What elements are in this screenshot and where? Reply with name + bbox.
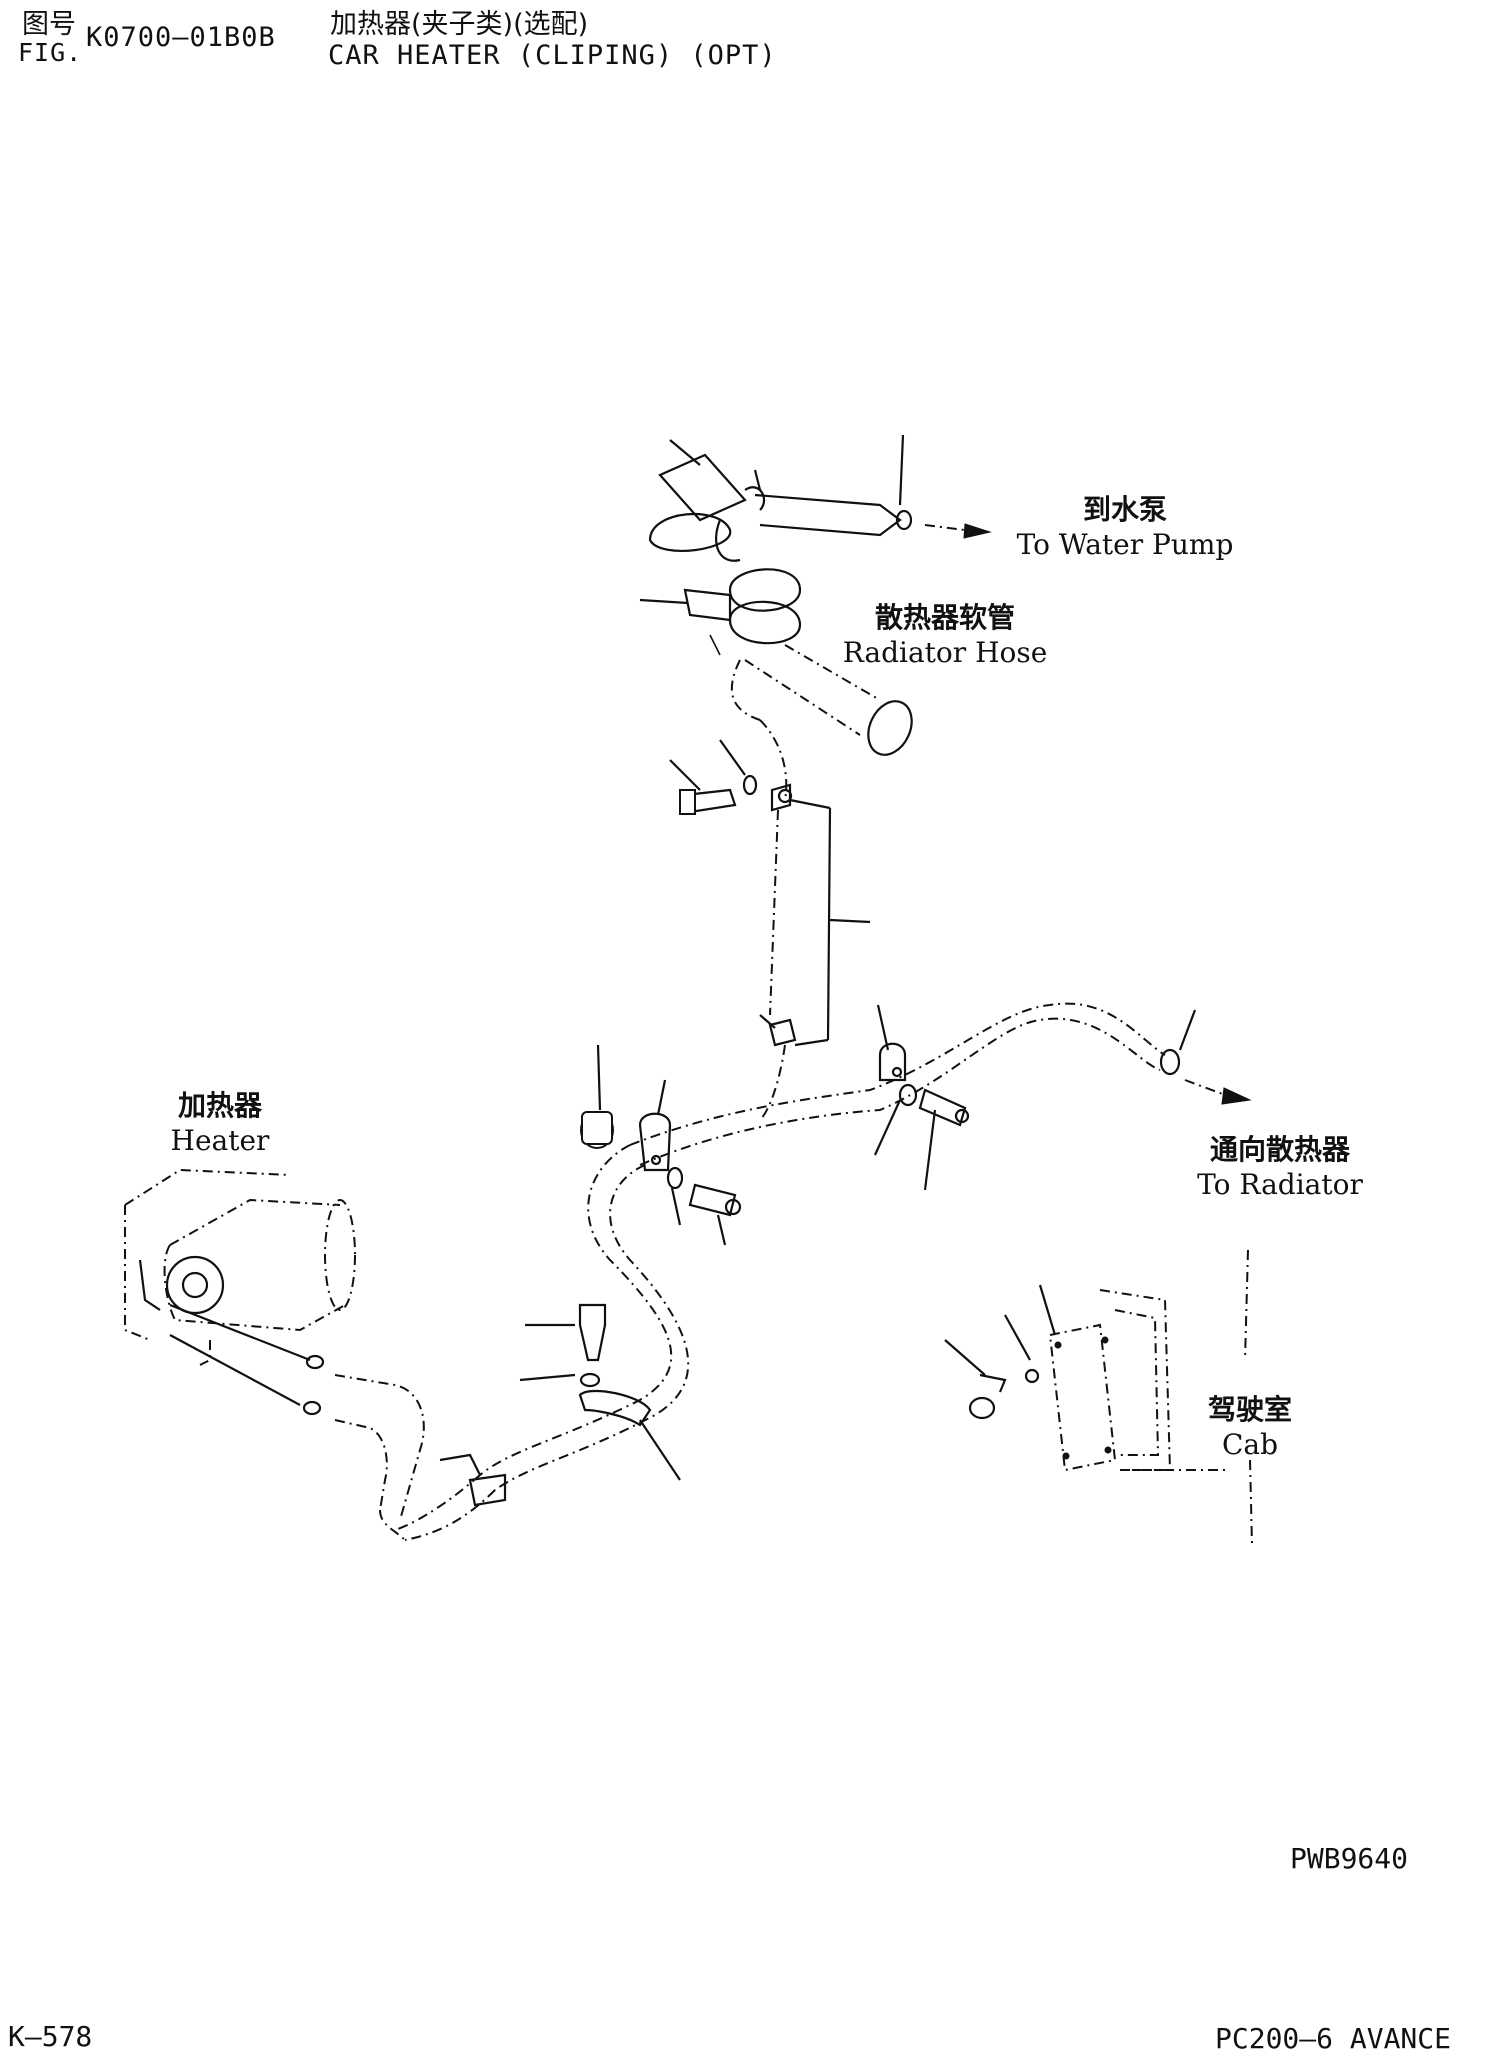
- middle-clip-assembly: [580, 1044, 742, 1246]
- label-cab: 驾驶室 Cab: [1190, 1388, 1310, 1461]
- label-heater-en: Heater: [170, 1124, 270, 1157]
- right-clip-assembly: [873, 1004, 970, 1191]
- heater-unit: [124, 1168, 356, 1416]
- label-to-water-pump-en: To Water Pump: [1016, 528, 1234, 561]
- label-to-radiator: 通向散热器 To Radiator: [1175, 1128, 1385, 1201]
- drawing-code: PWB9640: [1290, 1842, 1409, 1875]
- figure-number: K0700—01B0B: [86, 22, 276, 53]
- label-to-water-pump: 到水泵 To Water Pump: [1000, 488, 1250, 561]
- label-radiator-hose-en: Radiator Hose: [842, 636, 1048, 669]
- model-name: PC200—6 AVANCE: [1215, 2022, 1452, 2055]
- label-to-radiator-en: To Radiator: [1197, 1168, 1363, 1201]
- cab-plate: [944, 1249, 1253, 1546]
- radiator-hose: [730, 644, 913, 801]
- label-cab-cn: 驾驶室: [1207, 1393, 1292, 1426]
- fig-label-cn: 图号: [22, 9, 76, 40]
- label-cab-en: Cab: [1221, 1428, 1279, 1461]
- title-cn: 加热器(夹子类)(选配): [330, 9, 589, 40]
- water-pump-fitting: [648, 434, 913, 562]
- label-heater: 加热器 Heater: [155, 1084, 285, 1157]
- label-heater-cn: 加热器: [177, 1089, 262, 1122]
- title-en: CAR HEATER (CLIPING) (OPT): [328, 40, 777, 71]
- lower-clip-assembly: [439, 1303, 681, 1507]
- fig-label-en: FIG.: [18, 38, 83, 67]
- label-radiator-hose-cn: 散热器软管: [874, 601, 1015, 634]
- hose-clamps: [639, 568, 802, 656]
- vertical-pipe: [759, 798, 871, 1121]
- heater-stub-pipes: [334, 1374, 425, 1541]
- arrow-to-water-pump: [924, 523, 992, 539]
- label-radiator-hose: 散热器软管 Radiator Hose: [830, 596, 1060, 669]
- upper-bolt-assembly: [669, 739, 793, 815]
- hose-to-radiator: [629, 1002, 1252, 1166]
- label-to-water-pump-cn: 到水泵: [1082, 493, 1167, 526]
- label-to-radiator-cn: 通向散热器: [1209, 1133, 1350, 1166]
- heater-hose: [394, 1144, 690, 1541]
- page-number: K—578: [8, 2020, 93, 2053]
